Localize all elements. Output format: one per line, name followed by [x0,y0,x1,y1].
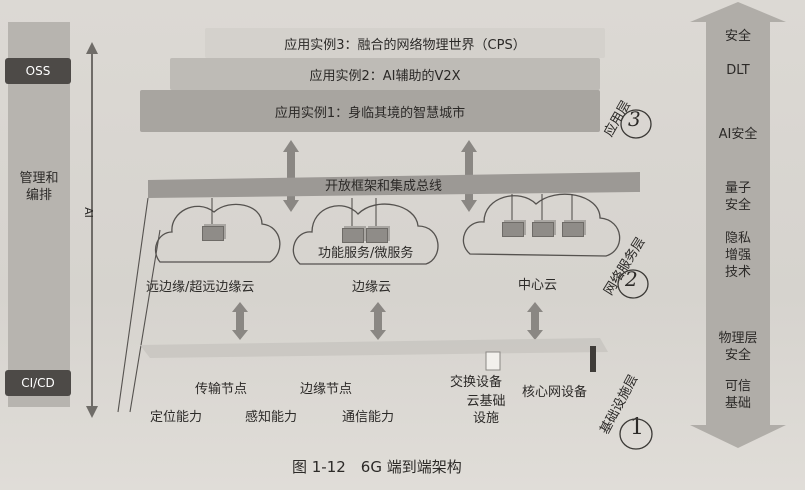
cicd-label: CI/CD [21,376,55,390]
edge-server-icon-1 [342,228,364,243]
app-instance-1-label: 应用实例1：身临其境的智慧城市 [274,105,466,121]
right-item-ai-security: AI安全 [700,126,776,143]
app-instance-2: 应用实例2：AI辅助的V2X [170,58,600,90]
center-server-icon-1 [502,222,524,237]
oss-box: OSS [5,58,71,84]
cicd-box: CI/CD [5,370,71,396]
manage-label-line2: 编排 [25,188,52,203]
ai-security-line1: AI安全 [718,127,758,142]
oss-label: OSS [25,64,51,78]
security-line1: 安全 [724,29,751,44]
manage-label-line1: 管理和 [19,171,59,186]
edge-node-label: 边缘节点 [300,382,353,397]
quantum-line2: 安全 [724,198,751,213]
edge-inner-label: 功能服务/微服务 [318,246,414,261]
quantum-line1: 量子 [724,181,751,196]
physical-line2: 安全 [724,348,751,363]
right-item-security: 安全 [700,28,776,45]
privacy-line2: 增强 [724,248,751,263]
figure-caption: 图 1-12 6G 端到端架构 [292,458,462,476]
edge-cloud-outline [292,203,439,265]
app-instance-1: 应用实例1：身临其境的智慧城市 [140,90,600,132]
physical-line1: 物理层 [718,331,758,346]
right-item-quantum: 量子 安全 [700,180,776,214]
sensing-label: 感知能力 [245,410,298,425]
positioning-label: 定位能力 [150,410,203,425]
center-cloud-label: 中心云 [518,278,558,293]
infra-layer-number: 1 [630,415,644,440]
privacy-line3: 技术 [724,265,751,280]
dlt-line1: DLT [726,63,750,78]
trusted-line1: 可信 [724,379,751,394]
far-edge-cloud-outline [155,203,281,263]
right-item-dlt: DLT [700,62,776,79]
core-device-label: 核心网设备 [522,385,588,400]
far-edge-cloud-label: 远边缘/超远边缘云 [146,280,255,295]
communication-label: 通信能力 [342,410,395,425]
app-instance-2-label: 应用实例2：AI辅助的V2X [309,68,461,84]
cloud-infra-line1: 云基础 [466,394,506,409]
network-layer-number: 2 [625,267,638,291]
right-item-trusted: 可信 基础 [700,378,776,412]
cloud-infra-label: 云基础 设施 [456,393,516,427]
manage-label: 管理和 编排 [8,170,70,204]
right-item-physical: 物理层 安全 [700,330,776,364]
left-management-bar [8,22,70,407]
far-edge-server-icon [202,226,224,241]
right-item-privacy: 隐私 增强 技术 [700,230,776,281]
core-device-icon [590,346,596,372]
edge-cloud-label: 边缘云 [352,280,392,295]
center-cloud-outline [462,193,621,257]
privacy-line1: 隐私 [724,231,751,246]
center-server-icon-2 [532,222,554,237]
app-layer-number: 3 [628,107,641,131]
app-instance-3-label: 应用实例3：融合的网络物理世界（CPS） [284,37,526,53]
center-server-icon-3 [562,222,584,237]
cloud-infra-line2: 设施 [472,411,499,426]
bus-label: 开放框架和集成总线 [325,179,443,194]
edge-server-icon-2 [366,228,388,243]
switch-device-icon [485,351,501,371]
transport-node-label: 传输节点 [195,382,248,397]
app-instance-3: 应用实例3：融合的网络物理世界（CPS） [205,28,605,58]
trusted-line2: 基础 [724,396,751,411]
switch-device-label: 交换设备 [450,375,503,390]
